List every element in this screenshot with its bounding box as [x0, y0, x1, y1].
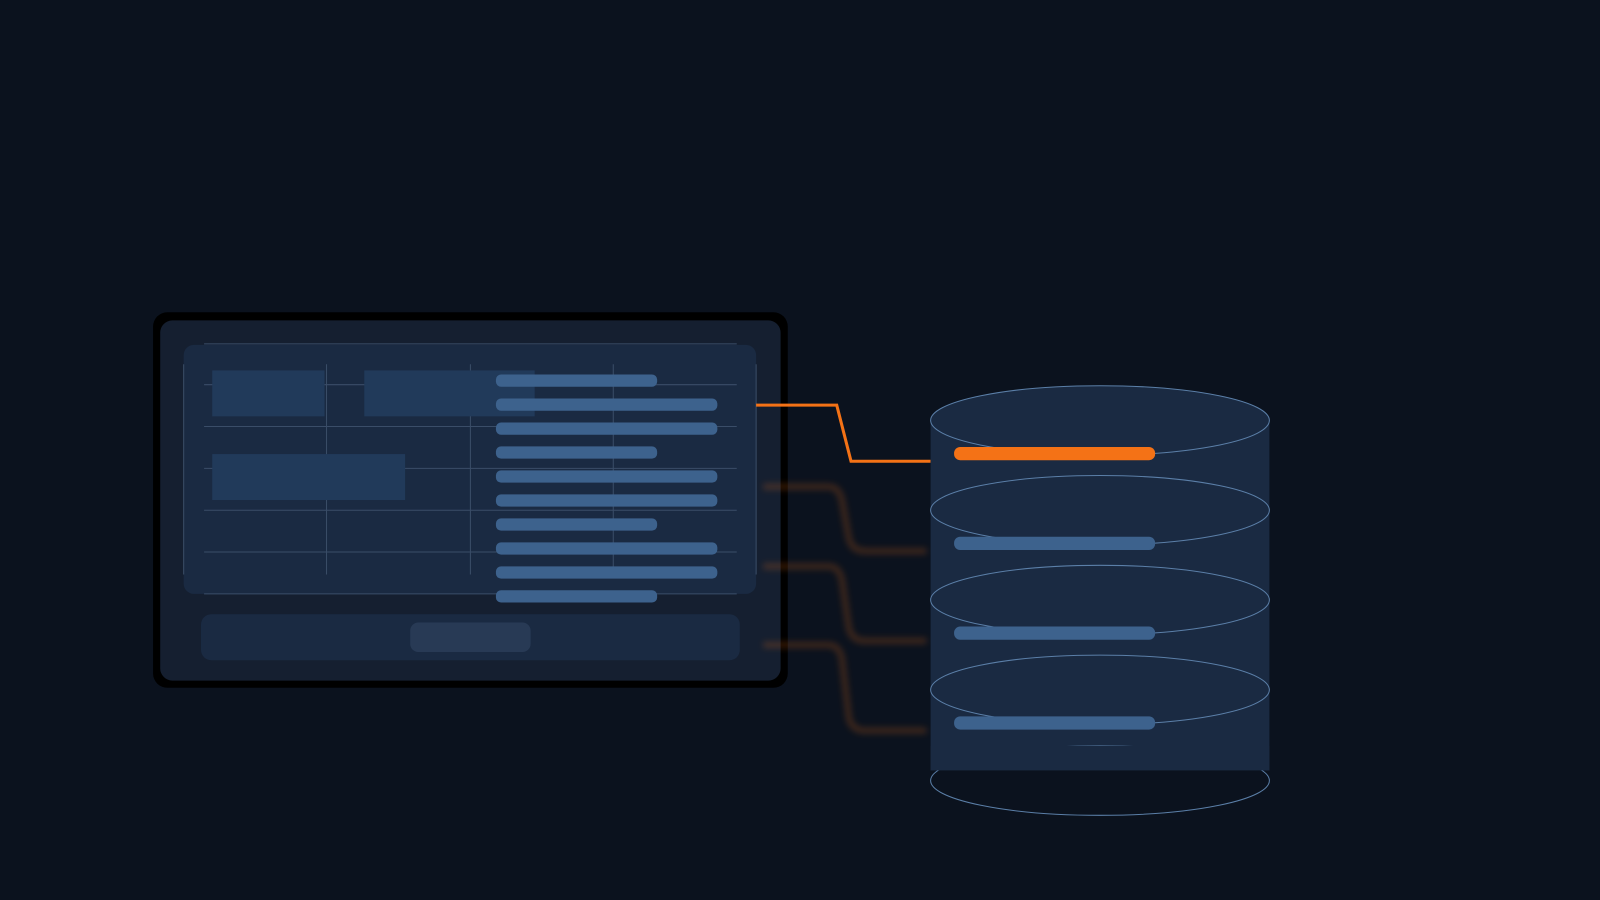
action-button[interactable] [410, 622, 531, 653]
cylinder-body-edge [930, 745, 1270, 771]
record [954, 716, 1156, 730]
row-bar [495, 422, 718, 435]
inactive-connector [763, 483, 927, 555]
highlighted-record [954, 446, 1156, 461]
row-bar [495, 398, 718, 411]
active-connector [756, 403, 931, 463]
row-bar [495, 542, 718, 555]
cylinder-disk [930, 475, 1270, 546]
row-bar [495, 494, 718, 507]
row-bar [495, 590, 658, 603]
inactive-connector [763, 563, 927, 644]
cylinder-disk [930, 385, 1270, 456]
row-bar [495, 518, 658, 531]
row-bars [495, 374, 718, 603]
cylinder-disk [930, 654, 1270, 725]
row-bar [495, 566, 718, 579]
connectors [756, 403, 931, 734]
record [954, 536, 1156, 550]
cylinder-disks [930, 385, 1270, 730]
row-bar [495, 446, 658, 459]
database-cylinder [930, 385, 1270, 816]
cylinder-disk [930, 564, 1270, 636]
record [954, 626, 1156, 640]
inactive-connector [763, 641, 927, 734]
screen-mockup [153, 312, 788, 688]
content-block [212, 454, 406, 500]
row-bar [495, 470, 718, 483]
row-bar [495, 374, 658, 387]
content-block [212, 370, 325, 417]
